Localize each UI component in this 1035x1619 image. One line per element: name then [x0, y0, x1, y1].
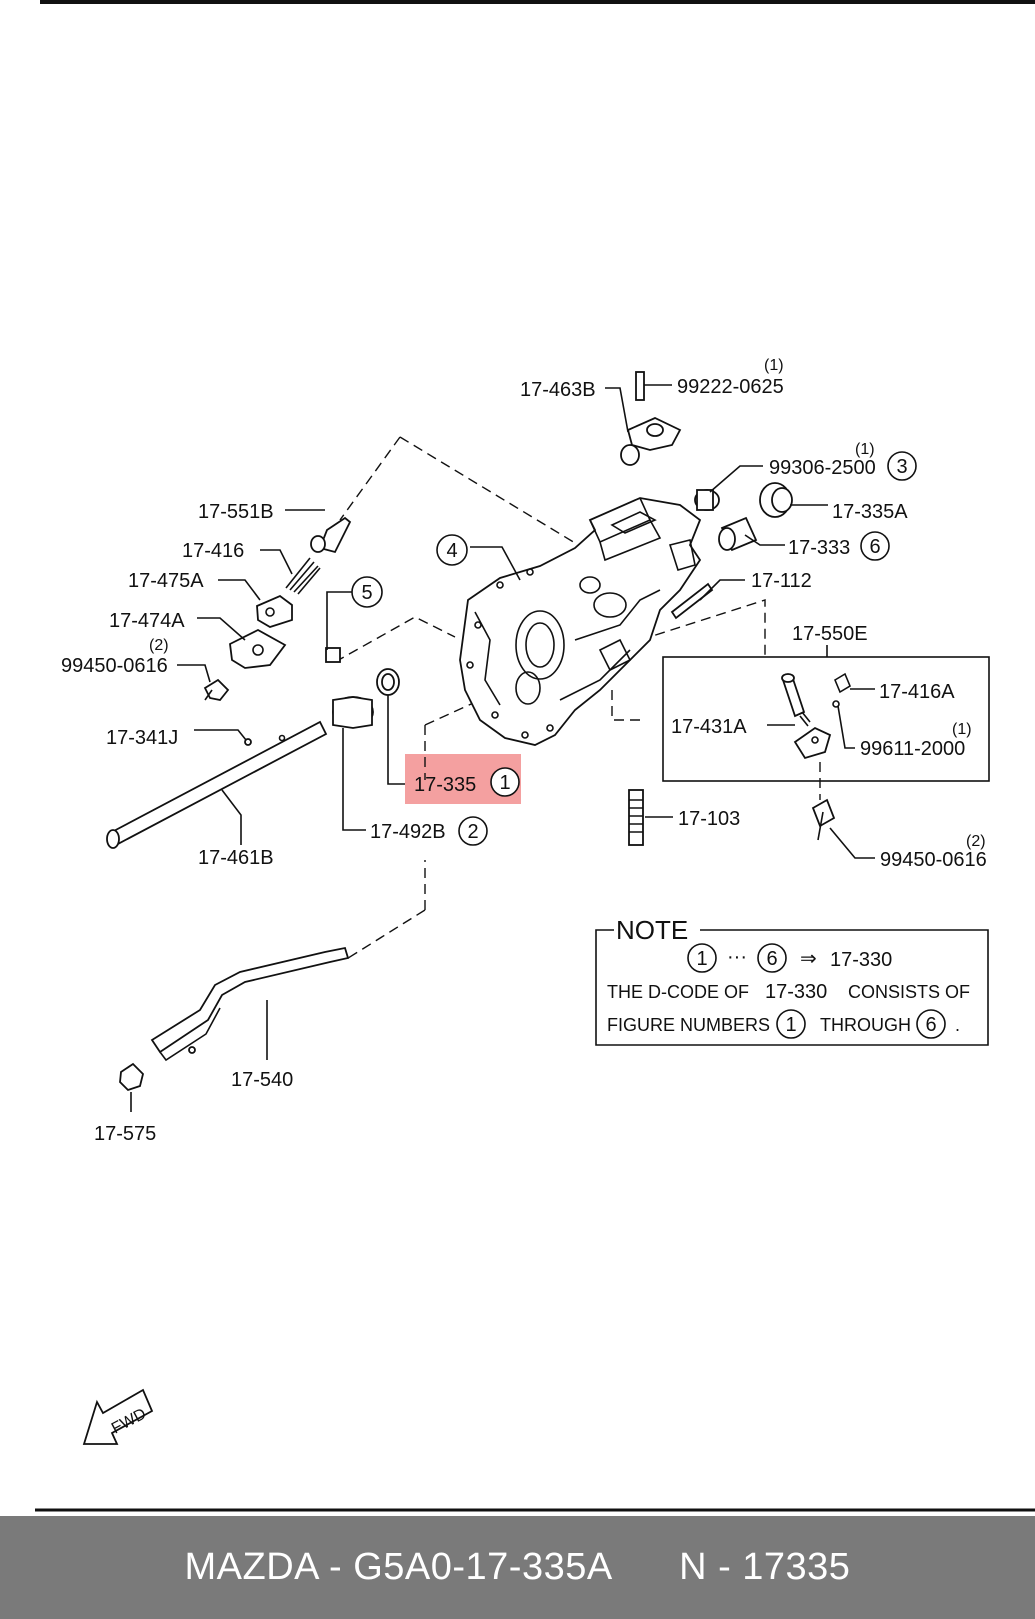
note-title: NOTE	[616, 915, 688, 945]
note-line3-figure-1: 1	[785, 1014, 796, 1036]
figure-number-6: 6	[869, 536, 880, 558]
label-99222-0625: 99222-0625	[677, 376, 784, 398]
label-17-431A: 17-431A	[671, 716, 747, 738]
note-figure-1: 1	[696, 948, 707, 970]
label-99306-2500: 99306-2500	[769, 457, 876, 479]
fwd-arrow-icon: FWD	[82, 1388, 154, 1445]
label-17-475A: 17-475A	[128, 570, 204, 592]
seals-right	[670, 482, 793, 620]
qty-99222-0625: (1)	[764, 357, 784, 374]
figure-number-3: 3	[896, 456, 907, 478]
note-line2-b: CONSISTS OF	[848, 982, 970, 1002]
note-figure-6: 6	[766, 948, 777, 970]
label-17-474A: 17-474A	[109, 610, 185, 632]
bracket-17-540	[119, 946, 350, 1092]
figure-number-1: 1	[499, 772, 510, 794]
label-17-416: 17-416	[182, 540, 244, 562]
label-17-575: 17-575	[94, 1123, 156, 1145]
figure-number-4: 4	[446, 540, 457, 562]
label-17-492B: 17-492B	[370, 821, 446, 843]
note-line2-a: THE D-CODE OF	[607, 982, 749, 1002]
label-17-540: 17-540	[231, 1069, 293, 1091]
label-99450-0616-left: 99450-0616	[61, 655, 168, 677]
note-line2-code: 17-330	[765, 981, 827, 1003]
note-box: NOTE 1 ··· 6 ⇒ 17-330 THE D-CODE OF 17-3…	[595, 915, 989, 1046]
label-17-461B: 17-461B	[198, 847, 274, 869]
figure-number-5: 5	[361, 582, 372, 604]
label-99611-2000: 99611-2000	[860, 738, 965, 760]
qty-99450-0616-right: (2)	[966, 833, 986, 850]
qty-99450-0616-left: (2)	[149, 637, 169, 654]
label-17-550E: 17-550E	[792, 623, 868, 645]
note-line3-b: THROUGH	[820, 1015, 911, 1035]
footer-number: N - 17335	[679, 1546, 851, 1588]
note-line3-a: FIGURE NUMBERS	[607, 1015, 770, 1035]
label-17-463B: 17-463B	[520, 379, 596, 401]
note-line3-figure-6: 6	[925, 1014, 936, 1036]
figure-number-2: 2	[467, 821, 478, 843]
label-17-103: 17-103	[678, 808, 740, 830]
label-99450-0616-right: 99450-0616	[880, 849, 987, 871]
transmission-case	[459, 497, 702, 746]
qty-99611-2000: (1)	[952, 721, 972, 738]
label-17-341J: 17-341J	[106, 727, 178, 749]
footer-bar: MAZDA - G5A0-17-335A N - 17335	[0, 1516, 1035, 1619]
note-ellipsis: ···	[727, 946, 747, 968]
note-code: 17-330	[830, 949, 892, 971]
stud-17-103	[628, 789, 644, 846]
note-line3-end: .	[955, 1015, 960, 1035]
footer-gap	[613, 1546, 679, 1589]
detail-box-17-550E	[662, 656, 990, 782]
leader-lines	[130, 384, 875, 1112]
label-17-112: 17-112	[751, 570, 812, 592]
note-arrow: ⇒	[800, 948, 817, 970]
label-17-416A: 17-416A	[879, 681, 955, 703]
label-17-551B: 17-551B	[198, 501, 274, 523]
detail-parts	[781, 672, 852, 841]
footer-brand: MAZDA - G5A0-17-335A	[184, 1546, 613, 1588]
label-17-335: 17-335	[414, 774, 476, 796]
selector-17-463B	[620, 371, 682, 466]
parts-diagram: FWD 17-463B 99222-0625 (1) 99306-2500 (1…	[35, 0, 1035, 1512]
qty-99306-2500: (1)	[855, 441, 875, 458]
label-17-335A: 17-335A	[832, 501, 908, 523]
shift-rod	[106, 720, 328, 849]
label-17-333: 17-333	[788, 537, 850, 559]
